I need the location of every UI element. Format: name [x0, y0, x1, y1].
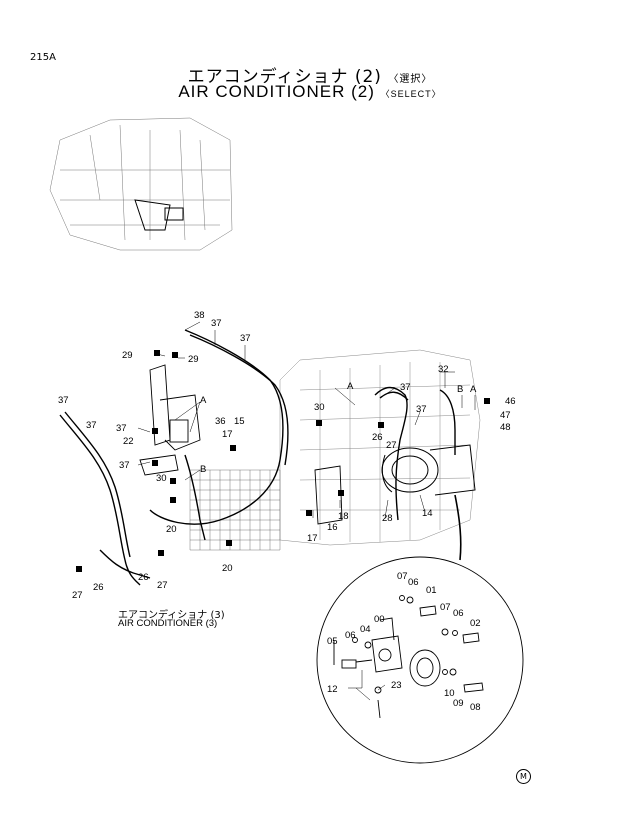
detail-callout-00: 00: [374, 614, 385, 625]
callout-26: 26: [372, 432, 383, 443]
callout-38: 38: [194, 310, 205, 321]
callout-30: 30: [314, 402, 325, 413]
callout-B: B: [200, 464, 206, 475]
title-jp-select: 〈選択〉: [388, 74, 433, 85]
circled-m-mark: M: [516, 769, 531, 784]
detail-circle: [316, 556, 524, 764]
callout-22: 22: [123, 436, 134, 447]
callout-29: 29: [122, 350, 133, 361]
bracket-plate: [314, 465, 343, 525]
detail-callout-12: 12: [327, 684, 338, 695]
detail-callout-06: 06: [345, 630, 356, 641]
callout-37: 37: [416, 404, 427, 415]
callout-29: 29: [188, 354, 199, 365]
callout-14: 14: [422, 508, 433, 519]
detail-callout-04: 04: [360, 624, 371, 635]
title-japanese: エアコンディショナ (2) 〈選択〉: [0, 62, 620, 87]
callout-17: 17: [222, 429, 233, 440]
leader-lines: [137, 321, 476, 561]
detail-callout-05: 05: [327, 636, 338, 647]
detail-callout-06: 06: [453, 608, 464, 619]
callout-26: 26: [93, 582, 104, 593]
detail-callout-02: 02: [470, 618, 481, 629]
callout-37: 37: [240, 333, 251, 344]
detail-callout-07: 07: [440, 602, 451, 613]
callout-26: 26: [138, 572, 149, 583]
callout-47: 47: [500, 410, 511, 421]
callout-46: 46: [505, 396, 516, 407]
callout-A: A: [470, 384, 477, 395]
hoses: [59, 329, 456, 586]
callout-37: 37: [400, 382, 411, 393]
reference-label-english: AIR CONDITIONER (3): [118, 618, 218, 629]
engine-block: [279, 349, 481, 546]
detail-callout-06: 06: [408, 577, 419, 588]
detail-callout-09: 09: [453, 698, 464, 709]
callout-36: 36: [215, 416, 226, 427]
callout-15: 15: [234, 416, 245, 427]
callout-28: 28: [382, 513, 393, 524]
callout-37: 37: [119, 460, 130, 471]
callout-37: 37: [58, 395, 69, 406]
reference-label-japanese: エアコンディショナ (3): [118, 610, 225, 621]
callout-A: A: [347, 381, 354, 392]
callout-27: 27: [157, 580, 168, 591]
callout-27: 27: [72, 590, 83, 601]
callout-32: 32: [438, 364, 449, 375]
callout-37: 37: [116, 423, 127, 434]
detail-callout-01: 01: [426, 585, 437, 596]
detail-callout-08: 08: [470, 702, 481, 713]
detail-callout-07: 07: [397, 571, 408, 582]
condenser-grid: [189, 469, 281, 551]
callout-37: 37: [86, 420, 97, 431]
callout-20: 20: [166, 524, 177, 535]
title-en-main: AIR CONDITIONER (2): [178, 82, 375, 101]
callout-27: 27: [386, 440, 397, 451]
detail-callout-23: 23: [391, 680, 402, 691]
detail-callout-10: 10: [444, 688, 455, 699]
callout-30: 30: [156, 473, 167, 484]
callout-48: 48: [500, 422, 511, 433]
callout-17: 17: [307, 533, 318, 544]
title-en-select: 〈SELECT〉: [380, 89, 442, 99]
callout-B: B: [457, 384, 463, 395]
locator-drawing: [49, 117, 233, 251]
callout-37: 37: [211, 318, 222, 329]
callout-20: 20: [222, 563, 233, 574]
callout-16: 16: [327, 522, 338, 533]
compressor: [381, 444, 476, 496]
callout-A: A: [200, 395, 207, 406]
callout-18: 18: [338, 511, 349, 522]
page-number: 215A: [30, 52, 56, 63]
receiver-drier: [139, 364, 201, 476]
title-english: AIR CONDITIONER (2) 〈SELECT〉: [0, 82, 620, 102]
title-jp-main: エアコンディショナ (2): [187, 67, 382, 87]
